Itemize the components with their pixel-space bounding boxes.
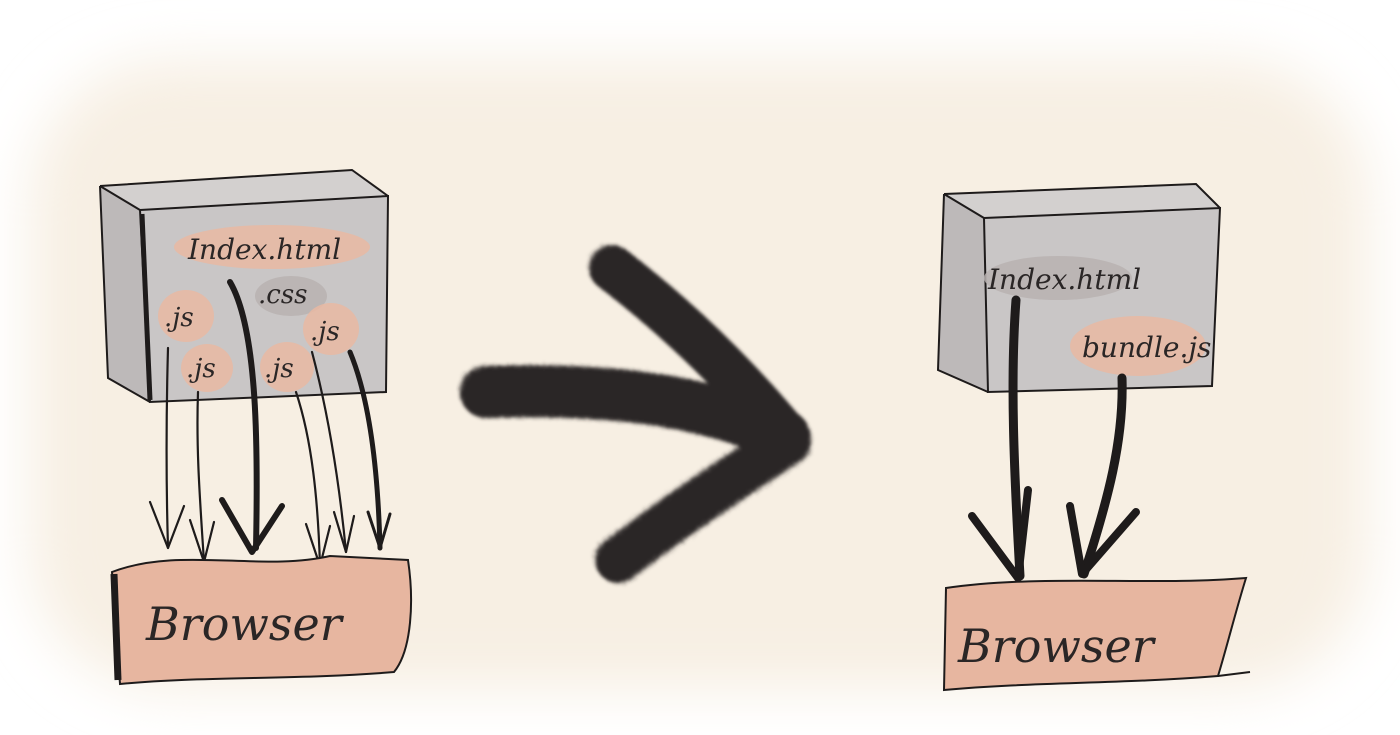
left-css-file: .css [258,280,308,310]
left-js-file-1: .js [164,303,194,333]
transform-arrow-icon [460,245,811,583]
left-browser-label: Browser [145,597,345,651]
left-browser-box [110,554,412,686]
left-request-arrows [148,279,392,568]
left-js-file-2: .js [186,354,216,384]
right-browser-label: Browser [957,619,1157,673]
right-request-arrows [968,295,1140,582]
left-js-file-4: .js [310,317,340,347]
left-file-blobs [158,225,370,392]
right-file-blobs [984,256,1206,376]
left-index-html-label: Index.html [187,233,341,266]
right-index-html-label: Index.html [987,263,1141,296]
right-server-box [936,182,1222,394]
right-browser-box [942,576,1251,692]
left-js-file-3: .js [264,354,294,384]
left-server-box [99,168,390,404]
right-bundle-js-label: bundle.js [1082,331,1211,364]
